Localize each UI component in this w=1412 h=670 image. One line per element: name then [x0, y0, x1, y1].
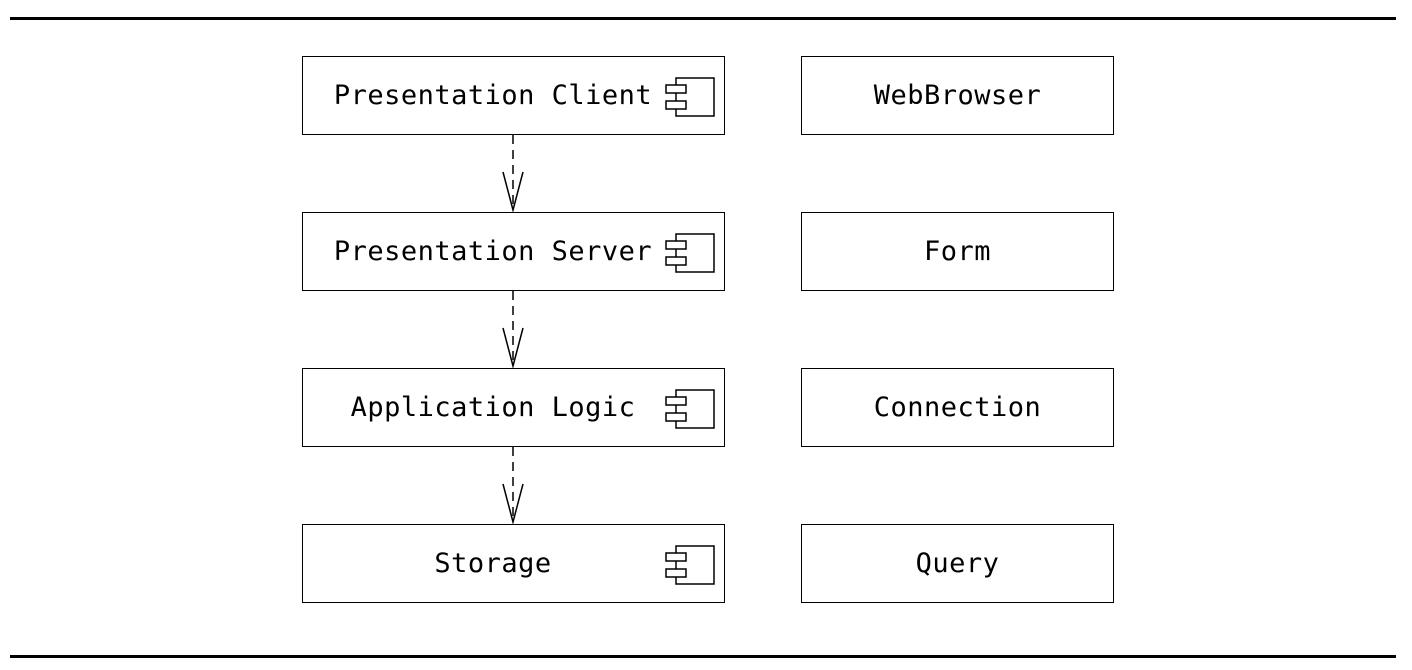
component-icon [665, 77, 715, 117]
class-connection[interactable]: Connection [801, 368, 1114, 447]
class-webbrowser[interactable]: WebBrowser [801, 56, 1114, 135]
dependency-client-to-server [502, 135, 524, 213]
top-rule [10, 17, 1396, 20]
class-label: Form [923, 236, 992, 267]
bottom-rule [10, 655, 1396, 658]
dependency-server-to-logic [502, 291, 524, 369]
component-label: Application Logic [350, 392, 636, 423]
class-query[interactable]: Query [801, 524, 1114, 603]
component-presentation-client[interactable]: Presentation Client [302, 56, 725, 135]
component-icon [665, 233, 715, 273]
component-storage[interactable]: Storage [302, 524, 725, 603]
component-icon [665, 545, 715, 585]
class-label: Query [915, 548, 1000, 579]
dependency-logic-to-storage [502, 447, 524, 525]
component-label: Storage [434, 548, 552, 579]
component-label: Presentation Client [333, 80, 653, 111]
class-label: Connection [873, 392, 1042, 423]
component-label: Presentation Server [333, 236, 653, 267]
component-icon [665, 389, 715, 429]
component-presentation-server[interactable]: Presentation Server [302, 212, 725, 291]
class-label: WebBrowser [873, 80, 1042, 111]
class-form[interactable]: Form [801, 212, 1114, 291]
component-application-logic[interactable]: Application Logic [302, 368, 725, 447]
